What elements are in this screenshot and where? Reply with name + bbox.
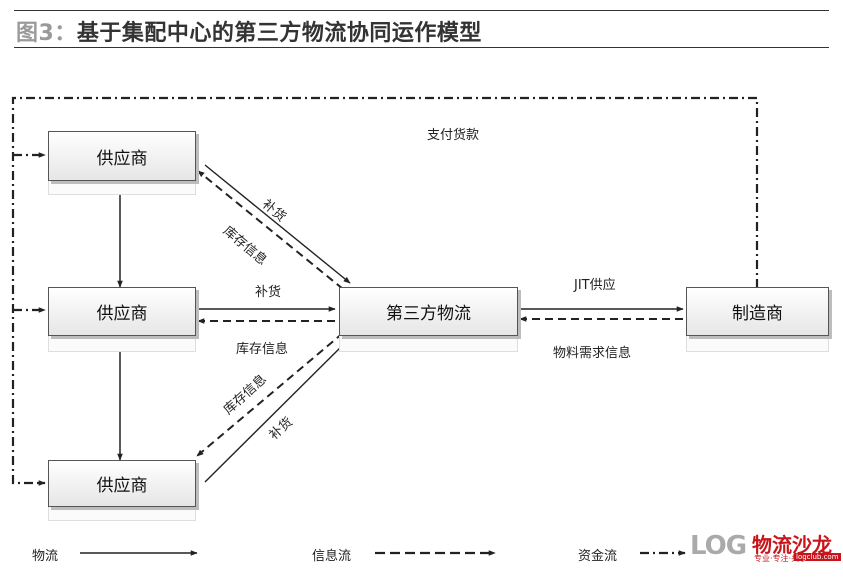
material-demand-info-label: 物料需求信息 — [553, 346, 632, 361]
manufacturer-label: 制造商 — [732, 304, 783, 324]
logo-tagline: 专业·专注·共享 — [754, 554, 808, 563]
supplier-node-middle[interactable]: 供应商 — [48, 287, 196, 336]
replenish-label-middle: 补货 — [255, 285, 282, 300]
inventory-info-line-top — [197, 170, 344, 290]
logo-letters: LOG — [690, 531, 747, 561]
supplier-node-middle-label: 供应商 — [96, 304, 148, 324]
third-party-logistics-label: 第三方物流 — [386, 304, 471, 324]
box-reflection — [48, 336, 196, 352]
legend-material-flow-label: 物流 — [32, 549, 59, 564]
third-party-logistics-node[interactable]: 第三方物流 — [339, 287, 518, 336]
replenish-line-top — [204, 164, 351, 284]
supplier-node-top-label: 供应商 — [96, 148, 148, 169]
supplier-node-top[interactable]: 供应商 — [48, 131, 196, 181]
supplier-node-bottom[interactable]: 供应商 — [48, 460, 196, 507]
logo-url: logclub.com — [794, 553, 841, 561]
box-reflection — [339, 336, 518, 352]
inventory-info-line-bottom — [196, 332, 344, 457]
figure-title-text: 基于集配中心的第三方物流协同运作模型 — [76, 21, 482, 46]
box-reflection — [48, 507, 196, 521]
legend-information-flow-label: 信息流 — [312, 549, 352, 564]
payment-label: 支付货款 — [427, 128, 480, 143]
jit-supply-label: JIT供应 — [574, 278, 616, 293]
figure-header: 图3：基于集配中心的第三方物流协同运作模型 — [14, 10, 829, 48]
figure-label: 图3： — [16, 21, 77, 46]
logclub-logo: LOG 物流沙龙 专业·专注·共享 logclub.com — [690, 529, 841, 565]
box-reflection — [48, 181, 196, 195]
inventory-info-label-middle: 库存信息 — [236, 342, 289, 357]
figure-title: 图3：基于集配中心的第三方物流协同运作模型 — [16, 15, 482, 47]
manufacturer-node[interactable]: 制造商 — [686, 287, 829, 336]
supplier-node-bottom-label: 供应商 — [96, 476, 148, 496]
legend-capital-flow-label: 资金流 — [578, 549, 618, 564]
replenish-line-bottom — [204, 337, 351, 483]
box-reflection — [686, 336, 829, 352]
capital-flow-loop — [11, 96, 759, 486]
